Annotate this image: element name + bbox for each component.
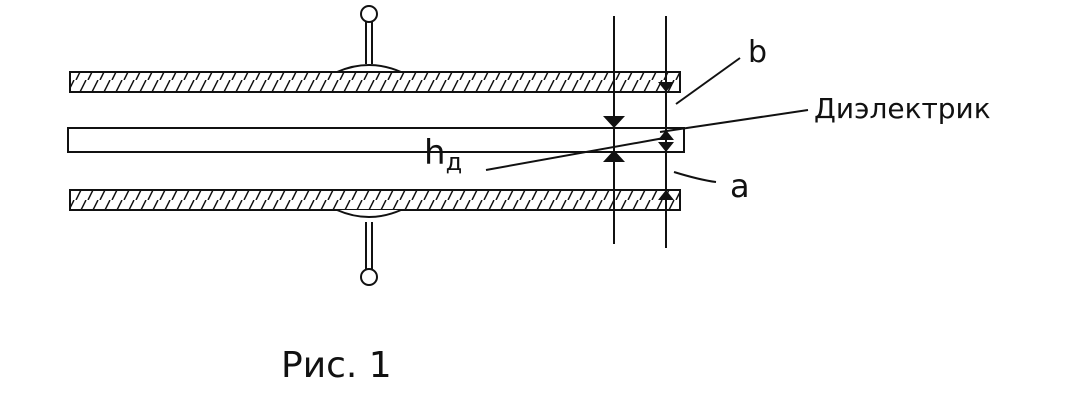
label-h-main: h (424, 133, 446, 173)
bottom-terminal (336, 209, 402, 286)
top-electrode (69, 71, 681, 93)
arrow-a-bottom (658, 190, 674, 200)
leader-h (485, 137, 665, 171)
bottom-electrode (69, 189, 681, 211)
label-a: a (730, 167, 750, 205)
arrow-dielectric-bottom (658, 142, 674, 152)
leader-b (675, 57, 741, 105)
label-h-subscript: д (445, 148, 463, 176)
dielectric-plate (67, 127, 685, 153)
arrow-h-top (603, 116, 625, 128)
figure-caption: Рис. 1 (281, 345, 392, 386)
leader-a (673, 171, 717, 183)
top-terminal (336, 5, 402, 73)
label-dielectric: Диэлектрик (814, 92, 991, 125)
label-b: b (748, 35, 768, 70)
label-h-d: hд (424, 133, 462, 174)
leader-dielectric (659, 109, 809, 133)
arrow-b-top (658, 82, 674, 92)
arrow-h-bottom (603, 150, 625, 162)
